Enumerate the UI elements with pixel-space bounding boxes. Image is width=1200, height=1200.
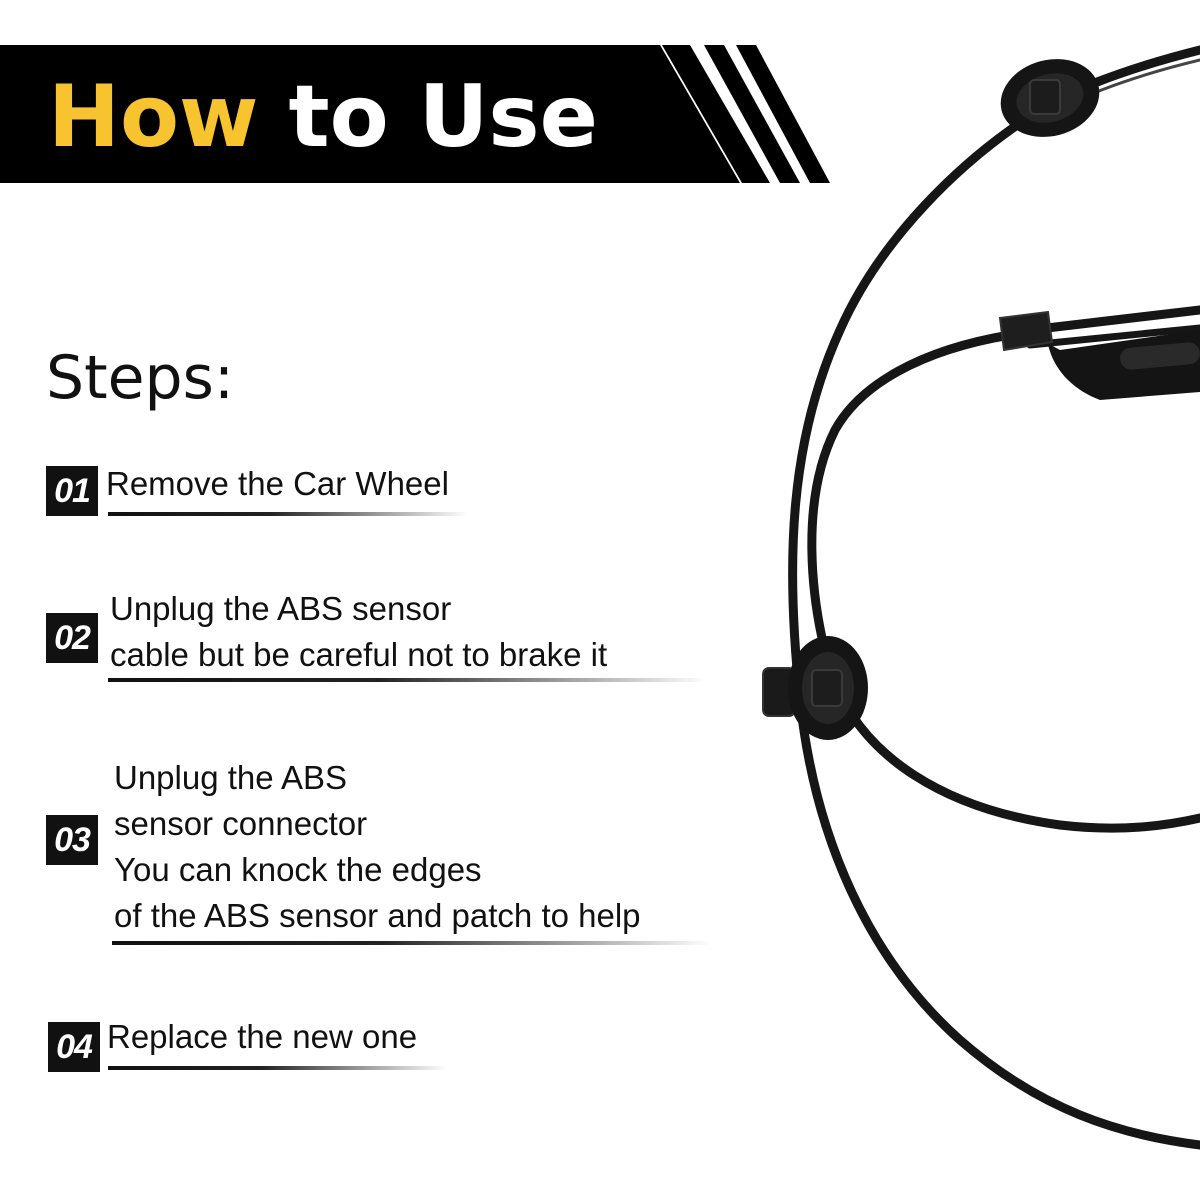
step-line: cable but be careful not to brake it — [110, 636, 608, 673]
step-underline — [112, 941, 712, 945]
step-line: sensor connector — [114, 805, 368, 842]
step-number-badge: 01 — [46, 466, 98, 516]
step-number-badge: 03 — [46, 815, 98, 865]
title-rest: to Use — [288, 67, 598, 167]
step-underline — [108, 678, 708, 682]
header-banner: How to Use — [0, 0, 1200, 200]
banner-stripes — [0, 45, 830, 183]
step-text: Remove the Car Wheel — [106, 461, 449, 507]
step-line: Unplug the ABS — [114, 759, 347, 796]
step-underline — [108, 1066, 448, 1070]
title-accent: How — [48, 67, 259, 167]
step-number-badge: 04 — [48, 1022, 100, 1072]
step-text: Unplug the ABS sensor connector You can … — [114, 755, 641, 939]
abs-sensor-cable-image — [762, 45, 1200, 1150]
step-underline — [108, 512, 468, 516]
step-number-badge: 02 — [46, 613, 98, 663]
step-text: Unplug the ABS sensor cable but be caref… — [110, 586, 607, 678]
page-title: How to Use — [48, 62, 598, 172]
step-line: of the ABS sensor and patch to help — [114, 897, 641, 934]
step-line: Unplug the ABS sensor — [110, 590, 452, 627]
step-text: Replace the new one — [107, 1014, 417, 1060]
step-line: Remove the Car Wheel — [106, 465, 449, 502]
steps-heading: Steps: — [46, 343, 235, 413]
step-line: Replace the new one — [107, 1018, 418, 1055]
step-line: You can knock the edges — [114, 851, 482, 888]
